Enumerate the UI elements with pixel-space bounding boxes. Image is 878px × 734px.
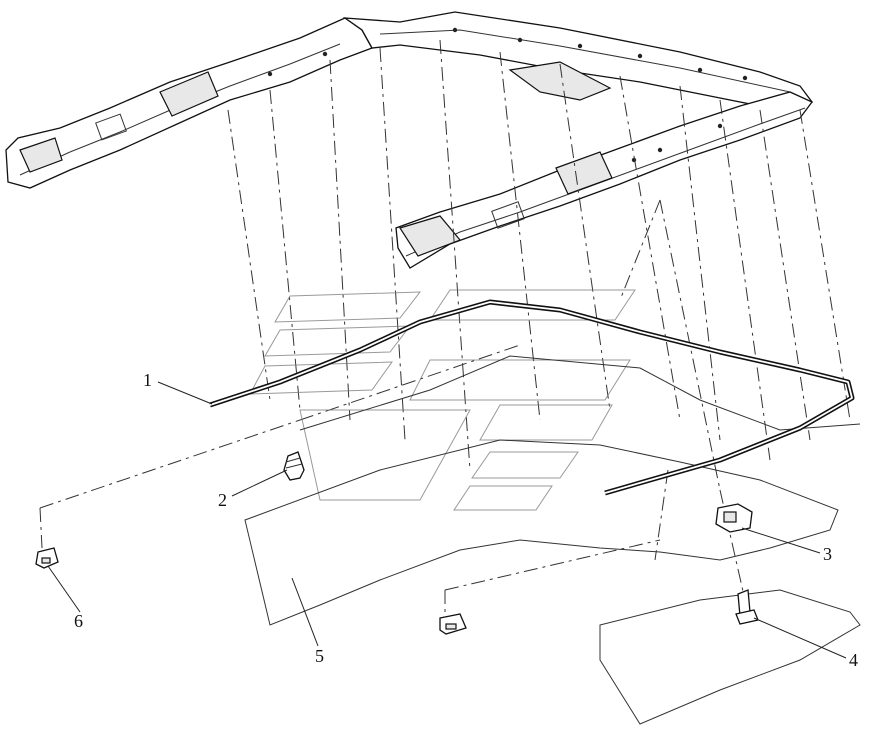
callout-5: 5 [315, 646, 324, 666]
callout-4: 4 [849, 650, 858, 670]
lower-panel-outlines [244, 355, 861, 725]
part-6-end-cap [35, 547, 59, 569]
part-3-bracket [715, 503, 753, 533]
part-6-end-cap-second [439, 613, 467, 635]
callout-1: 1 [143, 370, 152, 390]
part-4-push-pin [735, 589, 759, 625]
callout-labels: 1 2 3 4 5 6 [74, 370, 858, 670]
callout-2: 2 [218, 490, 227, 510]
part-2-clip [283, 451, 305, 481]
roof-frame-assembly [5, 11, 814, 269]
part-1-seal-strip [209, 299, 855, 496]
watermark-logo [249, 289, 636, 511]
leader-lines [47, 381, 847, 659]
callout-3: 3 [823, 544, 832, 564]
callout-6: 6 [74, 611, 83, 631]
